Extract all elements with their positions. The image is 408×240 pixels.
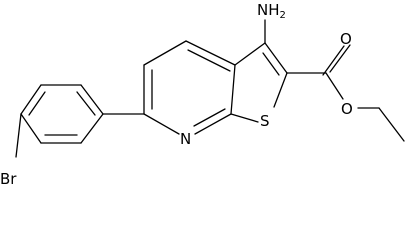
bond-c6-n (143, 113, 180, 135)
molecule-drawing: NH2 S N O O Br (0, 1, 405, 186)
bond-c4-c5 (143, 40, 187, 66)
bond-c3a-c4-double (187, 49, 231, 72)
atom-o-ester-label: O (341, 100, 353, 118)
bond-ar6-ar1 (80, 113, 104, 144)
bond-n-c7a (194, 113, 232, 135)
atom-nh2-label: NH2 (257, 1, 286, 21)
bond-c3-c2 (264, 42, 288, 74)
bond-ar3-ar4 (20, 84, 42, 115)
structure-diagram: NH2 S N O O Br (0, 1, 405, 186)
bond-carbonyl-o-double-1 (322, 45, 345, 76)
bond-c2-s (273, 72, 288, 108)
bond-c3a-c4 (185, 40, 236, 66)
bond-carbonyl-o-ester (325, 72, 344, 100)
atom-s-label: S (260, 112, 270, 130)
atom-o-carbonyl-label: O (340, 30, 352, 48)
bond-ar4-ar5 (20, 113, 42, 144)
bond-ar3-ar4-double (28, 91, 46, 116)
bond-c3a-c3 (234, 42, 266, 66)
bond-c7a-c3a (230, 64, 236, 115)
bond-c3-c2-double (262, 52, 280, 76)
bond-carbonyl-o-double-2 (329, 44, 351, 73)
atom-br-label: Br (0, 170, 17, 186)
bond-ch2-ch3 (378, 107, 405, 142)
bond-n-c7a-double (193, 108, 226, 127)
atom-n-label: N (180, 130, 191, 148)
bond-ar1-ar2-double (76, 91, 96, 116)
bond-ar4-br (15, 113, 22, 158)
bond-s-c7a (230, 113, 259, 123)
bond-ar1-ar2 (80, 84, 104, 115)
